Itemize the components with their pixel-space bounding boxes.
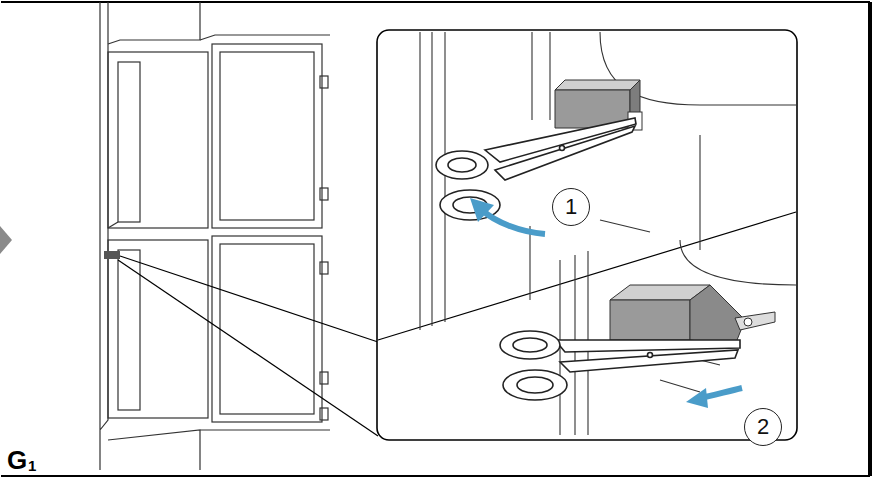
callout-number: 1	[565, 196, 577, 218]
callout-circle: 2	[744, 408, 782, 446]
callout-number: 2	[757, 416, 769, 438]
figure-index: 1	[28, 458, 36, 473]
figure-letter: G	[7, 447, 27, 473]
callout-circle: 1	[552, 188, 590, 226]
